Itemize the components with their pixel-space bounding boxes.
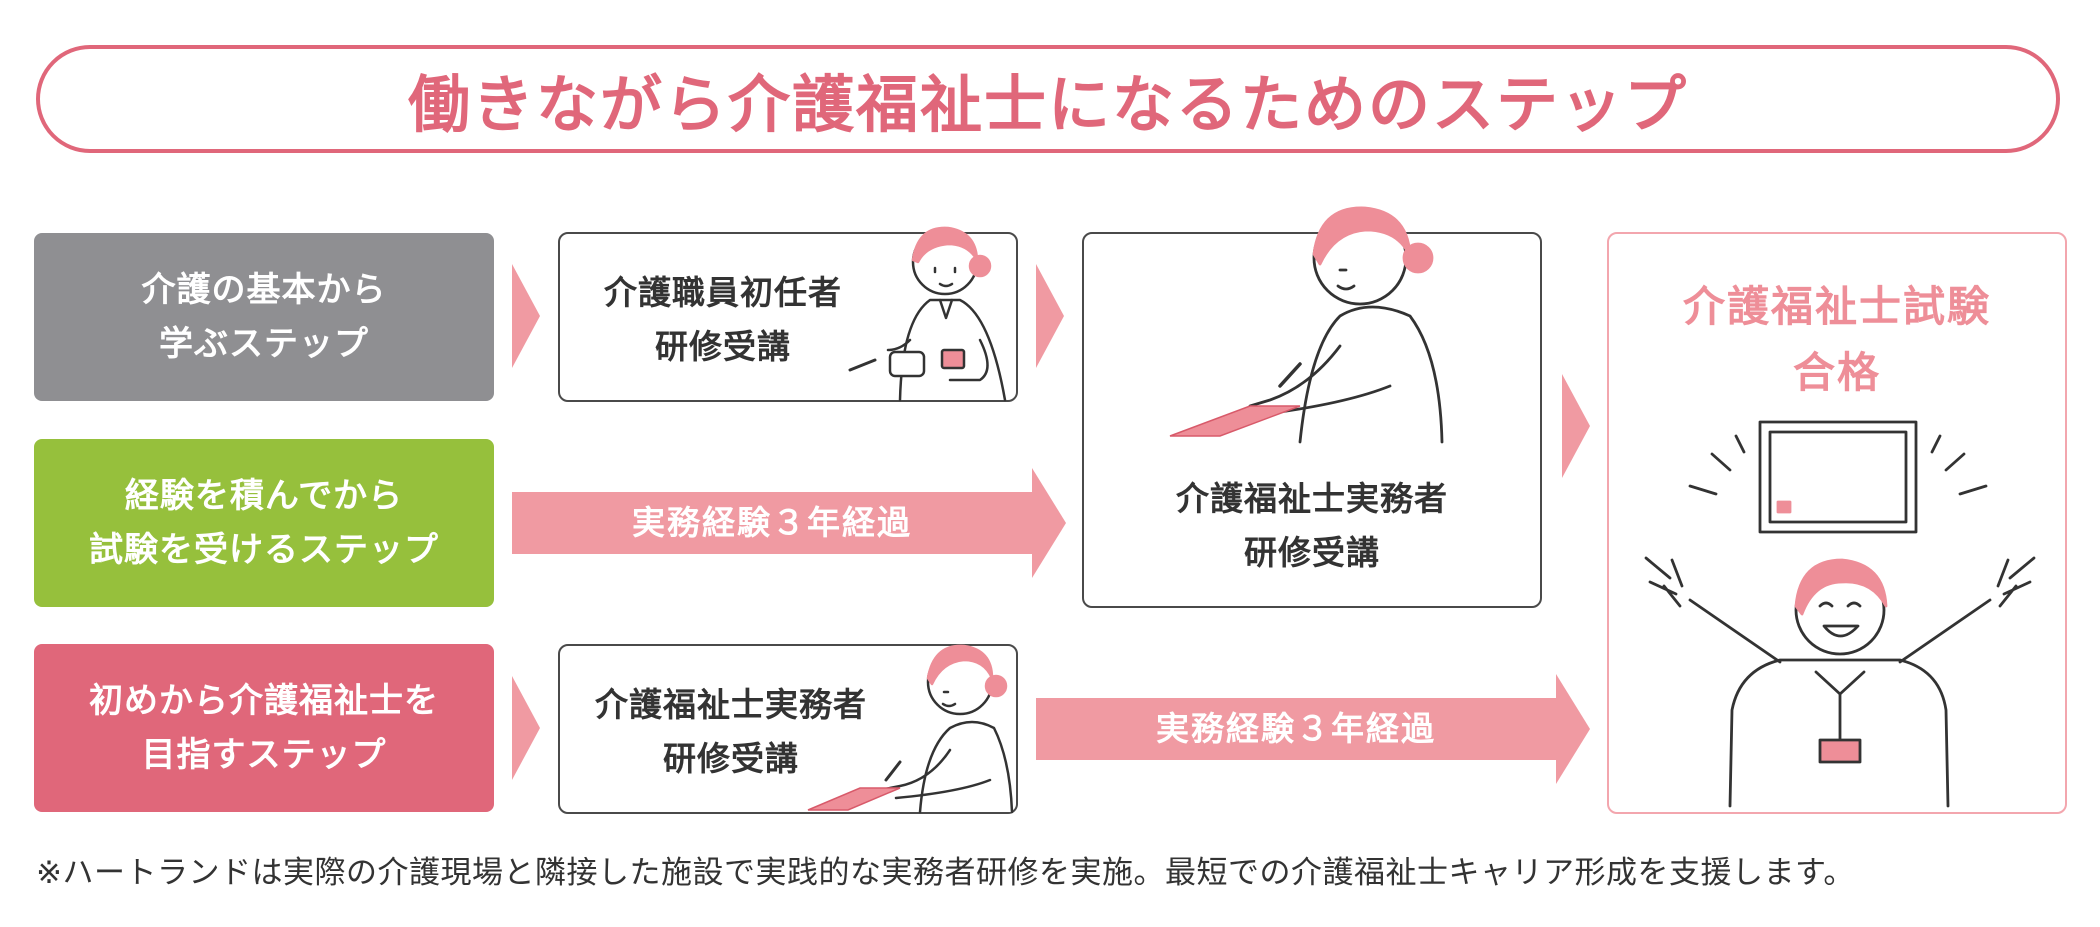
card-initial-training-line1: 介護職員初任者: [604, 273, 842, 312]
arrow-right-icon: [1036, 264, 1064, 368]
card-practitioner-center-line2: 研修受講: [1244, 533, 1380, 572]
caregiver-writing-small-illustration: [807, 644, 1014, 814]
card-initial-training-line2: 研修受講: [655, 327, 791, 366]
caregiver-with-cup-illustration: [848, 226, 1007, 402]
experience-arrow-bottom-label: 実務経験３年経過: [1156, 709, 1436, 748]
card-practitioner-bottom-line2: 研修受講: [663, 739, 799, 778]
step-box-experience-line2: 試験を受けるステップ: [89, 530, 439, 570]
celebrating-certificate-illustration: [1644, 420, 2036, 808]
step-box-from-start: 初めから介護福祉士を 目指すステップ: [34, 644, 494, 812]
step-box-from-start-line2: 目指すステップ: [141, 735, 387, 775]
card-practitioner-center-text: 介護福祉士実務者 研修受講: [1084, 472, 1540, 580]
arrow-right-icon: [512, 264, 540, 368]
result-line1: 介護福祉士試験: [1682, 282, 1991, 331]
arrow-right-icon: [512, 676, 540, 780]
card-practitioner-center-line1: 介護福祉士実務者: [1176, 479, 1448, 518]
step-box-experience-line1: 経験を積んでから: [124, 476, 404, 516]
caregiver-writing-large-illustration: [1169, 206, 1444, 444]
experience-arrow-middle-label: 実務経験３年経過: [632, 503, 912, 542]
arrow-right-icon: [1562, 374, 1590, 478]
footnote: ※ハートランドは実際の介護現場と隣接した施設で実践的な実務者研修を実施。最短での…: [36, 855, 1855, 891]
title-banner: 働きながら介護福祉士になるためのステップ: [36, 45, 2060, 153]
page-title: 働きながら介護福祉士になるためのステップ: [407, 68, 1688, 141]
result-text: 介護福祉士試験 合格: [1609, 274, 2065, 406]
experience-arrow-middle: 実務経験３年経過: [512, 468, 1066, 578]
experience-arrow-bottom: 実務経験３年経過: [1036, 674, 1590, 784]
result-line2: 合格: [1792, 348, 1881, 397]
step-box-basic: 介護の基本から 学ぶステップ: [34, 233, 494, 401]
step-box-basic-line2: 学ぶステップ: [159, 324, 369, 364]
step-box-experience: 経験を積んでから 試験を受けるステップ: [34, 439, 494, 607]
step-box-basic-line1: 介護の基本から: [141, 270, 387, 310]
card-initial-training-text: 介護職員初任者 研修受講: [578, 266, 868, 374]
step-box-from-start-line1: 初めから介護福祉士を: [89, 681, 439, 721]
result-box-exam-pass: 介護福祉士試験 合格: [1607, 232, 2067, 814]
card-practitioner-bottom-line1: 介護福祉士実務者: [595, 685, 867, 724]
card-practitioner-bottom-text: 介護福祉士実務者 研修受講: [570, 678, 892, 786]
